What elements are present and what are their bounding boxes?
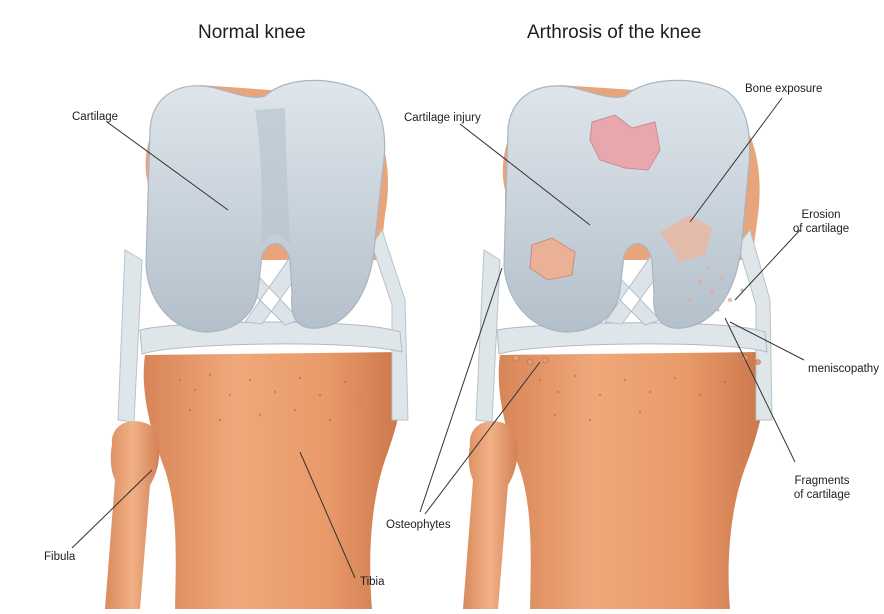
label-erosion-line1: Erosion [786,208,856,222]
label-fragments: Fragments of cartilage [782,474,862,502]
label-tibia: Tibia [360,575,385,589]
label-cartilage-injury: Cartilage injury [404,111,481,125]
label-fragments-line2: of cartilage [782,488,862,502]
normal-knee-figure [72,80,408,609]
label-fibula: Fibula [44,550,75,564]
arthrosis-knee-figure [420,80,804,609]
arthrosis-meniscus [497,323,767,354]
arthrosis-knee-title: Arthrosis of the knee [527,22,701,44]
label-erosion-line2: of cartilage [786,222,856,236]
normal-tibia-bone [144,352,405,609]
arthrosis-femoral-cartilage [504,80,750,332]
arthrosis-fibula-bone [463,421,517,609]
label-osteophytes: Osteophytes [386,518,451,532]
label-bone-exposure: Bone exposure [745,82,822,96]
label-fragments-line1: Fragments [782,474,862,488]
normal-knee-title: Normal knee [198,22,306,44]
label-cartilage: Cartilage [72,110,118,124]
normal-meniscus [140,322,402,354]
arthrosis-tibia-bone [499,352,767,609]
normal-fibula-bone [105,421,159,609]
label-erosion: Erosion of cartilage [786,208,856,236]
normal-lateral-ligament [118,250,142,422]
label-meniscopathy: meniscopathy [808,362,879,376]
